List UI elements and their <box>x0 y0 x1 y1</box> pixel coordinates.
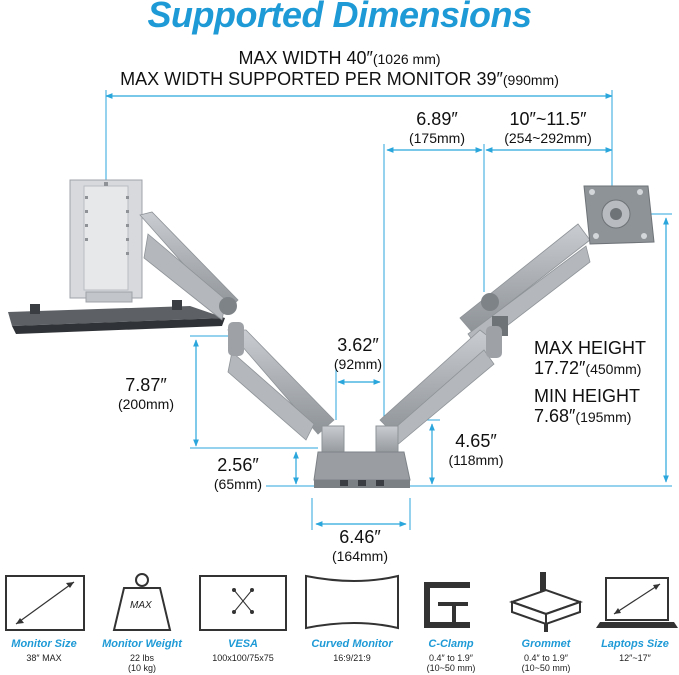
arm-reach-mm: (175mm) <box>408 130 465 146</box>
max-width-row: MAX WIDTH 40″(1026 mm) <box>0 48 679 69</box>
max-width-label: MAX WIDTH 40″ <box>238 48 373 68</box>
vesa-icon <box>199 575 287 631</box>
base-width-value: 6.46″ <box>339 527 381 547</box>
max-height-value: 17.72″ <box>534 358 586 378</box>
max-height-mm: (450mm) <box>585 361 642 377</box>
feature-monitor-size-title: Monitor Size <box>11 638 77 650</box>
bracket-reach-value: 10″~11.5″ <box>509 109 587 129</box>
weight-icon <box>112 573 172 631</box>
center-base <box>313 425 411 488</box>
feature-laptop-sub: 12″~17″ <box>619 653 651 663</box>
max-width-mm: (1026 mm) <box>372 51 441 67</box>
center-gap-label: 3.62″ (92mm) <box>310 336 406 374</box>
pole-height-label: 4.65″ (118mm) <box>434 432 518 470</box>
min-height-value: 7.68″ <box>534 406 576 426</box>
page-title: Supported Dimensions <box>147 0 532 35</box>
arm-reach-value: 6.89″ <box>416 109 458 129</box>
max-height-label: MAX HEIGHT 17.72″(450mm) <box>534 338 646 380</box>
min-height-title: MIN HEIGHT <box>534 386 640 406</box>
bracket-reach-label: 10″~11.5″ (254~292mm) <box>484 110 612 148</box>
arm-reach-label: 6.89″ (175mm) <box>392 110 482 148</box>
left-arm <box>139 211 335 441</box>
feature-curved-sub: 16:9/21:9 <box>333 653 371 663</box>
bracket-reach-mm: (254~292mm) <box>504 130 592 146</box>
feature-curved-title: Curved Monitor <box>311 638 393 650</box>
min-height-label: MIN HEIGHT 7.68″(195mm) <box>534 386 640 428</box>
center-gap-value: 3.62″ <box>337 335 379 355</box>
feature-monitor-size-sub: 38″ MAX <box>26 653 62 663</box>
weight-badge: MAX <box>130 600 152 611</box>
center-gap-mm: (92mm) <box>333 356 383 372</box>
laptop-size-icon <box>596 577 678 628</box>
feature-grommet-sub1: 0.4″ to 1.9″ <box>524 653 568 663</box>
monitor-size-icon <box>5 575 85 631</box>
max-height-title: MAX HEIGHT <box>534 338 647 358</box>
left-height-value: 7.87″ <box>125 375 167 395</box>
pole-height-mm: (118mm) <box>448 452 504 468</box>
base-height-label: 2.56″ (65mm) <box>196 456 280 494</box>
max-width-per-monitor-mm: (990mm) <box>502 72 559 88</box>
feature-grommet-title: Grommet <box>521 638 571 650</box>
base-width-label: 6.46″ (164mm) <box>312 528 408 566</box>
feature-cclamp-sub2: (10~50 mm) <box>426 663 476 673</box>
pole-height-value: 4.65″ <box>455 431 497 451</box>
feature-weight-sub1: 22 lbs <box>129 653 155 663</box>
grommet-icon <box>508 572 584 632</box>
base-width-mm: (164mm) <box>331 548 388 564</box>
max-width-per-monitor-row: MAX WIDTH SUPPORTED PER MONITOR 39″(990m… <box>0 69 679 90</box>
feature-laptop-title: Laptops Size <box>601 638 669 650</box>
feature-grommet-sub2: (10~50 mm) <box>521 663 571 673</box>
c-clamp-icon <box>424 582 470 628</box>
base-height-value: 2.56″ <box>217 455 259 475</box>
feature-cclamp-title: C-Clamp <box>428 638 474 650</box>
left-height-mm: (200mm) <box>117 396 174 412</box>
right-arm <box>379 185 655 447</box>
feature-icons-row <box>5 572 678 632</box>
feature-weight-sub2: (10 kg) <box>127 663 156 673</box>
feature-cclamp-sub1: 0.4″ to 1.9″ <box>429 653 473 663</box>
left-height-label: 7.87″ (200mm) <box>104 376 188 414</box>
feature-weight-title: Monitor Weight <box>102 638 182 650</box>
laptop-tray <box>8 179 225 334</box>
min-height-mm: (195mm) <box>575 409 632 425</box>
feature-vesa-sub: 100x100/75x75 <box>212 653 274 663</box>
curved-monitor-icon <box>305 574 399 630</box>
feature-vesa-title: VESA <box>228 638 258 650</box>
base-height-mm: (65mm) <box>213 476 263 492</box>
max-width-per-monitor-label: MAX WIDTH SUPPORTED PER MONITOR 39″ <box>120 69 503 89</box>
